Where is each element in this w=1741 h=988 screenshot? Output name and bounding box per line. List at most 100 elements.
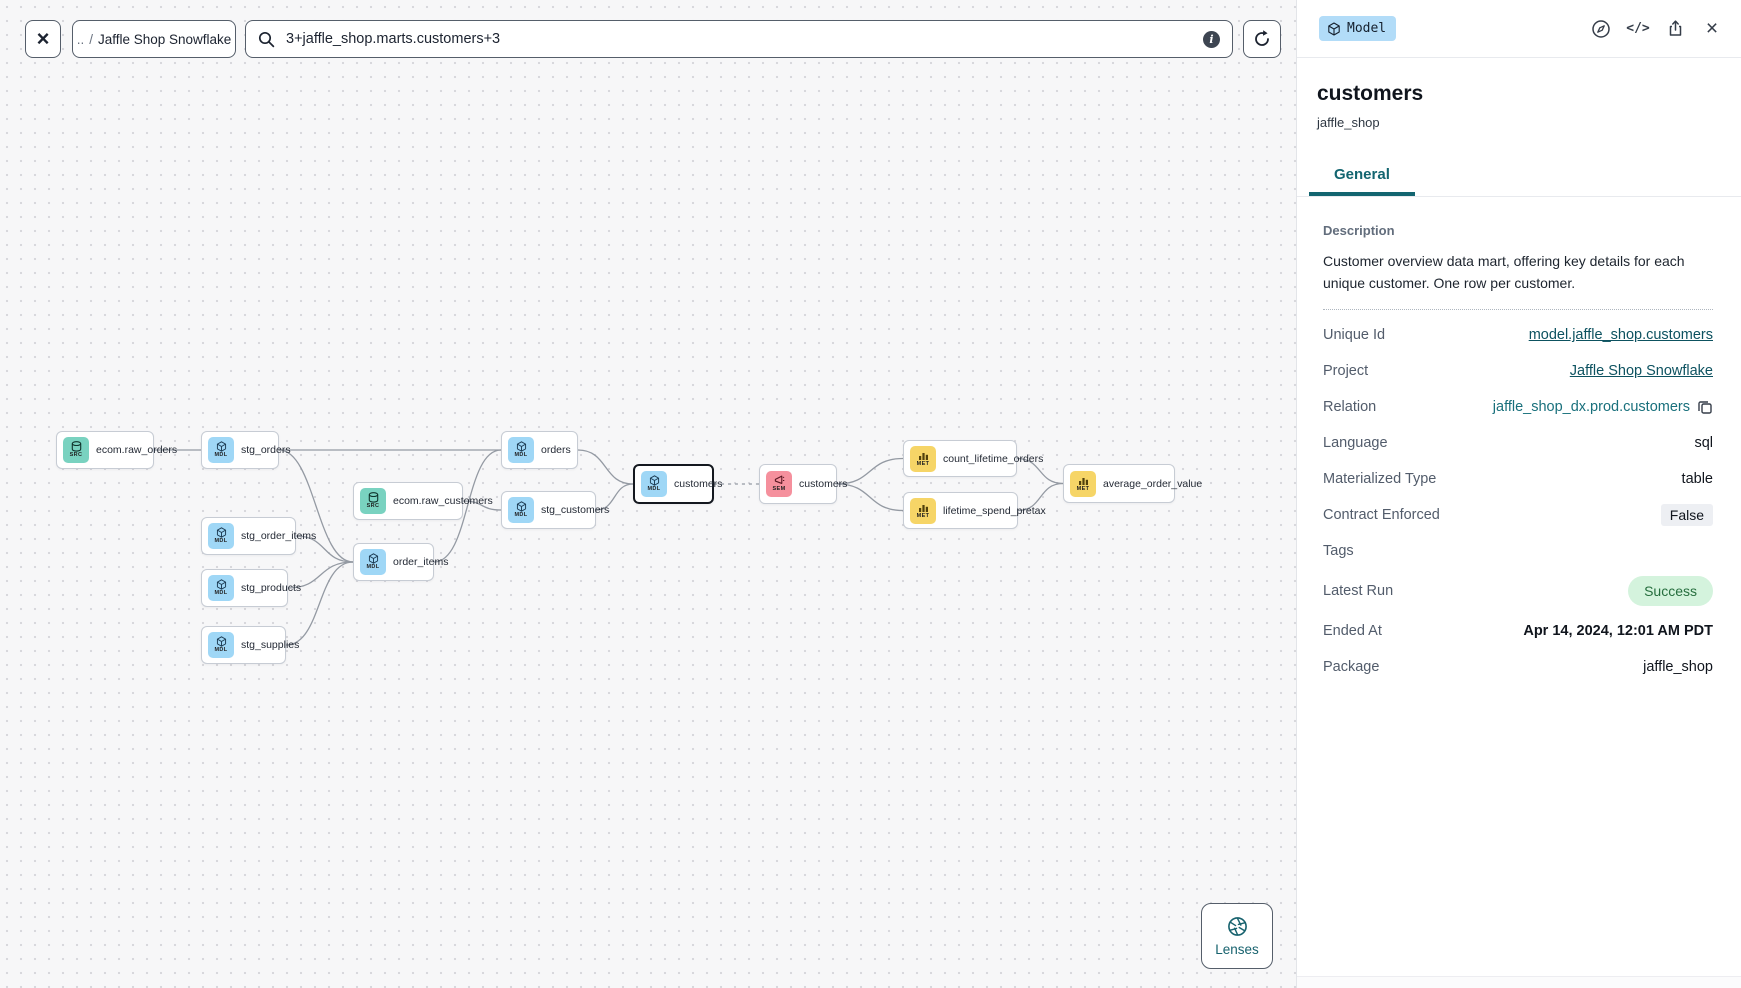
lineage-node-orders[interactable]: MDL orders <box>501 431 578 469</box>
field-row: Relation jaffle_shop_dx.prod.customers <box>1323 389 1713 425</box>
field-value: table <box>1681 471 1713 488</box>
model-icon: MDL <box>208 437 234 463</box>
node-label: count_lifetime_orders <box>943 452 1044 465</box>
lineage-node-stg_products[interactable]: MDL stg_products <box>201 569 301 607</box>
lineage-edge <box>1016 457 1064 485</box>
panel-header: Model </> × <box>1297 0 1741 58</box>
copy-icon[interactable] <box>1697 399 1713 415</box>
lineage-node-stg_customers[interactable]: MDL stg_customers <box>501 491 609 529</box>
lineage-node-lifetime_spend_pretax[interactable]: MET lifetime_spend_pretax <box>903 492 1046 529</box>
info-icon[interactable]: i <box>1203 30 1220 48</box>
lineage-edge <box>433 449 502 563</box>
lineage-node-average_order_value[interactable]: MET average_order_value <box>1063 464 1202 503</box>
refresh-button[interactable] <box>1243 20 1281 58</box>
lineage-edge <box>287 561 354 589</box>
explore-button[interactable] <box>1590 18 1612 40</box>
breadcrumb-project-label: Jaffle Shop Snowflake <box>97 31 232 47</box>
lenses-label: Lenses <box>1215 941 1259 957</box>
lineage-edge <box>278 449 354 563</box>
breadcrumb-separator: / <box>89 31 93 47</box>
share-icon <box>1669 20 1681 36</box>
node-label: orders <box>541 444 571 456</box>
node-label: stg_customers <box>541 504 610 516</box>
lineage-edge <box>1017 482 1064 512</box>
refresh-icon <box>1255 30 1269 46</box>
field-value-relation: jaffle_shop_dx.prod.customers <box>1493 399 1713 415</box>
node-label: stg_products <box>241 582 302 594</box>
divider <box>1323 309 1713 311</box>
lenses-button[interactable]: Lenses <box>1201 903 1273 969</box>
field-label: Tags <box>1323 543 1354 560</box>
field-label: Relation <box>1323 399 1377 416</box>
lineage-node-count_lifetime_orders[interactable]: MET count_lifetime_orders <box>903 440 1043 477</box>
metric-icon: MET <box>1070 470 1096 497</box>
field-label: Ended At <box>1323 623 1382 640</box>
lineage-node-stg_orders[interactable]: MDL stg_orders <box>201 431 291 469</box>
node-label: order_items <box>393 556 449 568</box>
metric-icon: MET <box>910 497 936 524</box>
node-label: customers <box>674 478 723 490</box>
panel-footer <box>1297 976 1741 988</box>
lenses-aperture-icon <box>1227 916 1247 936</box>
view-code-button[interactable]: </> <box>1626 18 1649 40</box>
share-button[interactable] <box>1664 18 1686 40</box>
lineage-edge <box>295 535 354 563</box>
node-label: average_order_value <box>1103 477 1203 490</box>
resource-type-badge: Model <box>1319 16 1397 41</box>
model-icon: MDL <box>360 549 386 575</box>
model-icon: MDL <box>208 575 234 601</box>
details-panel: Model </> × <box>1296 0 1741 988</box>
panel-body[interactable]: Description Customer overview data mart,… <box>1297 197 1741 976</box>
compass-icon <box>1592 19 1610 38</box>
field-value: Apr 14, 2024, 12:01 AM PDT <box>1523 623 1713 640</box>
node-label: ecom.raw_customers <box>393 495 493 507</box>
lineage-edge <box>836 457 904 485</box>
package-subtitle: jaffle_shop <box>1317 115 1380 130</box>
description-label: Description <box>1323 223 1395 238</box>
close-icon: × <box>36 26 50 51</box>
model-icon: MDL <box>508 497 534 523</box>
field-label: Unique Id <box>1323 327 1386 344</box>
field-label: Language <box>1323 435 1388 452</box>
breadcrumb-up[interactable]: .. <box>76 31 85 47</box>
contract-badge: False <box>1660 504 1713 527</box>
close-panel-button[interactable]: × <box>1701 18 1723 40</box>
lineage-edge <box>577 449 634 485</box>
lineage-edge <box>285 561 354 646</box>
close-lineage-button[interactable]: × <box>25 20 61 58</box>
breadcrumb[interactable]: .. / Jaffle Shop Snowflake <box>72 20 236 58</box>
field-label: Contract Enforced <box>1323 507 1440 524</box>
description-text: Customer overview data mart, offering ke… <box>1323 253 1685 291</box>
lineage-node-order_items[interactable]: MDL order_items <box>353 543 448 581</box>
metric-icon: MET <box>910 445 936 472</box>
field-value-link[interactable]: model.jaffle_shop.customers <box>1528 327 1713 344</box>
field-row: Ended At Apr 14, 2024, 12:01 AM PDT <box>1323 613 1713 649</box>
field-value: sql <box>1694 435 1713 452</box>
field-value-link[interactable]: Jaffle Shop Snowflake <box>1569 363 1713 380</box>
search-input[interactable] <box>284 30 1194 48</box>
lineage-edge <box>595 483 634 511</box>
model-icon: MDL <box>641 471 667 497</box>
model-icon: MDL <box>508 437 534 463</box>
model-icon: MDL <box>208 523 234 549</box>
status-badge: Success <box>1628 576 1713 607</box>
tab-general[interactable]: General <box>1309 156 1415 196</box>
field-value: jaffle_shop <box>1643 659 1713 676</box>
lineage-edge <box>836 483 904 512</box>
node-label: stg_orders <box>241 444 291 456</box>
lineage-search[interactable]: i <box>245 20 1233 58</box>
lineage-node-customers[interactable]: MDL customers <box>633 464 722 504</box>
node-label: ecom.raw_orders <box>96 444 178 456</box>
node-label: lifetime_spend_pretax <box>943 504 1046 517</box>
